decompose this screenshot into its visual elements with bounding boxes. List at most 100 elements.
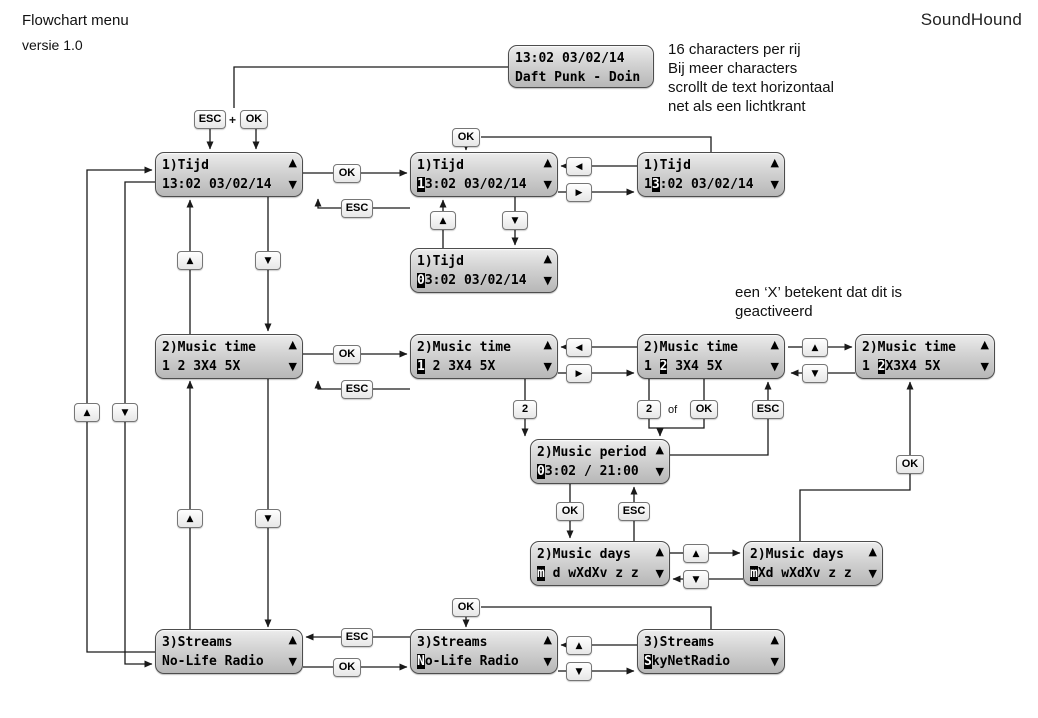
two-key: 2 — [513, 400, 537, 419]
lcd-text-line2: mXd wXdXv z z — [750, 566, 852, 581]
lcd-text-line2: 13:02 03/02/14 — [644, 177, 754, 192]
lcd-music-time-edit2: 2)Music time 1 2 3X4 5X ▲▼ — [637, 334, 785, 379]
scroll-note-line: scrollt de text horizontaal — [668, 79, 834, 96]
lcd-scroll-arrows: ▲▼ — [771, 153, 779, 196]
down-arrow-icon: ▼ — [980, 360, 989, 373]
down-arrow-icon: ▼ — [770, 360, 779, 373]
esc-key: ESC — [194, 110, 226, 129]
lcd-scroll-arrows: ▲▼ — [289, 153, 297, 196]
lcd-scroll-arrows: ▲▼ — [656, 440, 664, 483]
down-arrow-icon: ▼ — [655, 465, 664, 478]
down-arrow-icon: ▼ — [543, 655, 552, 668]
up-key: ▲ — [802, 338, 828, 357]
lcd-scroll-arrows: ▲▼ — [981, 335, 989, 378]
down-arrow-icon: ▼ — [543, 360, 552, 373]
lcd-text-line1: 1)Tijd — [417, 158, 464, 173]
up-arrow-icon: ▲ — [288, 156, 297, 169]
ok-key: OK — [452, 598, 480, 617]
activated-note-line: een ‘X’ betekent dat dit is — [735, 284, 903, 301]
lcd-streams-edit: 3)Streams No-Life Radio ▲▼ — [410, 629, 558, 674]
lcd-music-time-edit1: 2)Music time 1 2 3X4 5X ▲▼ — [410, 334, 558, 379]
page-title: Flowchart menu — [22, 12, 129, 29]
left-key: ◀ — [566, 338, 592, 357]
lcd-text-line2: 03:02 / 21:00 — [537, 464, 639, 479]
right-key: ▶ — [566, 364, 592, 383]
lcd-text-line2: 03:02 03/02/14 — [417, 273, 527, 288]
down-arrow-icon: ▼ — [543, 178, 552, 191]
version-label: versie 1.0 — [22, 37, 83, 53]
lcd-text-line2: 1 2X3X4 5X — [862, 359, 941, 374]
scroll-note-line: net als een lichtkrant — [668, 98, 806, 115]
down-arrow-icon: ▼ — [543, 274, 552, 287]
lcd-text-line1: 2)Music time — [162, 340, 256, 355]
lcd-tijd-menu: 1)Tijd 13:02 03/02/14 ▲▼ — [155, 152, 303, 197]
up-arrow-icon: ▲ — [543, 633, 552, 646]
lcd-text-line2: No-Life Radio — [417, 654, 519, 669]
up-arrow-icon: ▲ — [655, 545, 664, 558]
lcd-text-line1: 2)Music time — [862, 340, 956, 355]
esc-key: ESC — [341, 199, 373, 218]
up-arrow-icon: ▲ — [288, 338, 297, 351]
down-key: ▼ — [112, 403, 138, 422]
esc-key: ESC — [752, 400, 784, 419]
lcd-text-line1: 3)Streams — [417, 635, 488, 650]
lcd-text-line2: SkyNetRadio — [644, 654, 731, 669]
ok-key: OK — [333, 164, 361, 183]
scroll-note-line: 16 characters per rij — [668, 41, 801, 58]
ok-key: OK — [896, 455, 924, 474]
lcd-text-line1: 1)Tijd — [644, 158, 691, 173]
lcd-text-line1: 2)Music days — [537, 547, 631, 562]
down-key: ▼ — [502, 211, 528, 230]
lcd-scroll-arrows: ▲▼ — [544, 630, 552, 673]
up-arrow-icon: ▲ — [543, 252, 552, 265]
up-arrow-icon: ▲ — [770, 156, 779, 169]
lcd-text-line2: Daft Punk - Doin — [515, 70, 641, 85]
lcd-scroll-arrows: ▲▼ — [544, 153, 552, 196]
up-arrow-icon: ▲ — [770, 338, 779, 351]
up-key: ▲ — [74, 403, 100, 422]
up-arrow-icon: ▲ — [980, 338, 989, 351]
down-key: ▼ — [802, 364, 828, 383]
lcd-scroll-arrows: ▲▼ — [544, 249, 552, 292]
lcd-text-line2: 1 2 3X4 5X — [417, 359, 496, 374]
lcd-text-line1: 1)Tijd — [162, 158, 209, 173]
up-arrow-icon: ▲ — [655, 443, 664, 456]
down-arrow-icon: ▼ — [868, 567, 877, 580]
up-key: ▲ — [566, 636, 592, 655]
lcd-scroll-arrows: ▲▼ — [771, 335, 779, 378]
lcd-text-line1: 2)Music time — [644, 340, 738, 355]
lcd-text-line1: 3)Streams — [644, 635, 715, 650]
activated-note-line: geactiveerd — [735, 303, 813, 320]
lcd-scroll-arrows: ▲▼ — [869, 542, 877, 585]
up-arrow-icon: ▲ — [543, 156, 552, 169]
up-key: ▲ — [683, 544, 709, 563]
brand-logo: SoundHound — [920, 10, 1022, 29]
up-arrow-icon: ▲ — [543, 338, 552, 351]
lcd-text-line1: 1)Tijd — [417, 254, 464, 269]
down-arrow-icon: ▼ — [770, 655, 779, 668]
ok-key: OK — [333, 345, 361, 364]
lcd-text-line2: 13:02 03/02/14 — [162, 177, 272, 192]
lcd-text-line1: 2)Music time — [417, 340, 511, 355]
lcd-text-line1: 2)Music period — [537, 445, 647, 460]
lcd-text-line1: 3)Streams — [162, 635, 233, 650]
lcd-music-days-1: 2)Music days m d wXdXv z z ▲▼ — [530, 541, 670, 586]
lcd-text-line2: No-Life Radio — [162, 654, 264, 669]
scroll-note-line: Bij meer characters — [668, 60, 798, 77]
up-arrow-icon: ▲ — [288, 633, 297, 646]
lcd-scroll-arrows: ▲▼ — [544, 335, 552, 378]
lcd-text-line1: 13:02 03/02/14 — [515, 51, 625, 66]
ok-key: OK — [240, 110, 268, 129]
lcd-streams-next: 3)Streams SkyNetRadio ▲ ▼ — [637, 629, 785, 674]
activated-note: een ‘X’ betekent dat dit is geactiveerd — [735, 283, 902, 321]
down-key: ▼ — [255, 509, 281, 528]
down-key: ▼ — [566, 662, 592, 681]
lcd-music-days-2: 2)Music days mXd wXdXv z z ▲▼ — [743, 541, 883, 586]
left-key: ◀ — [566, 157, 592, 176]
down-key: ▼ — [255, 251, 281, 270]
ok-key: OK — [556, 502, 584, 521]
lcd-scroll-arrows: ▲▼ — [656, 542, 664, 585]
lcd-text-line1: 2)Music days — [750, 547, 844, 562]
up-arrow-icon: ▲ — [770, 633, 779, 646]
